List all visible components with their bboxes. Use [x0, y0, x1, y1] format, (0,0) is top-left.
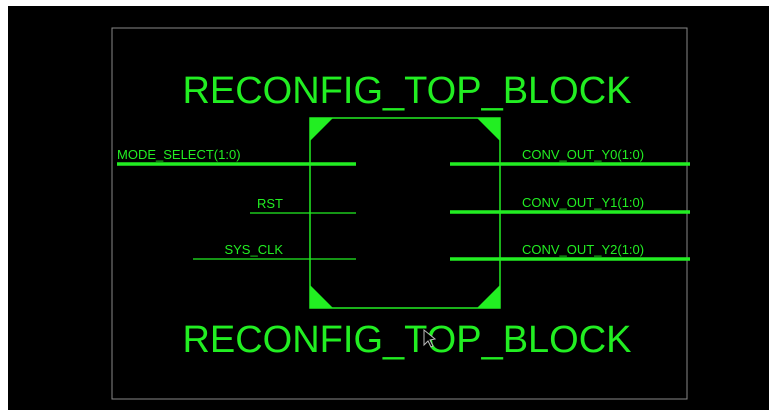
pin-label: SYS_CLK — [224, 242, 283, 257]
pin-rst[interactable]: RST — [250, 196, 356, 214]
pin-sys-clk[interactable]: SYS_CLK — [193, 242, 356, 260]
pin-label: CONV_OUT_Y1(1:0) — [522, 195, 644, 210]
block-title-bottom: RECONFIG_TOP_BLOCK — [182, 319, 631, 361]
input-pins: MODE_SELECT(1:0) RST SYS_CLK — [117, 147, 356, 260]
pin-label: CONV_OUT_Y2(1:0) — [522, 242, 644, 257]
pin-label: CONV_OUT_Y0(1:0) — [522, 147, 644, 162]
corner-marker-bottom-left — [310, 285, 333, 308]
schematic-canvas[interactable] — [8, 6, 769, 410]
output-pins: CONV_OUT_Y0(1:0) CONV_OUT_Y1(1:0) CONV_O… — [450, 147, 690, 261]
corner-marker-top-left — [310, 118, 333, 141]
pin-conv-out-y2[interactable]: CONV_OUT_Y2(1:0) — [450, 242, 690, 261]
corner-marker-top-right — [477, 118, 500, 141]
corner-marker-bottom-right — [477, 285, 500, 308]
block-title-top: RECONFIG_TOP_BLOCK — [182, 70, 631, 112]
pin-label: MODE_SELECT(1:0) — [117, 147, 241, 162]
pin-mode-select[interactable]: MODE_SELECT(1:0) — [117, 147, 356, 166]
pin-conv-out-y0[interactable]: CONV_OUT_Y0(1:0) — [450, 147, 690, 166]
pin-conv-out-y1[interactable]: CONV_OUT_Y1(1:0) — [450, 195, 690, 214]
pin-label: RST — [257, 196, 283, 211]
mouse-pointer-icon — [423, 328, 437, 348]
